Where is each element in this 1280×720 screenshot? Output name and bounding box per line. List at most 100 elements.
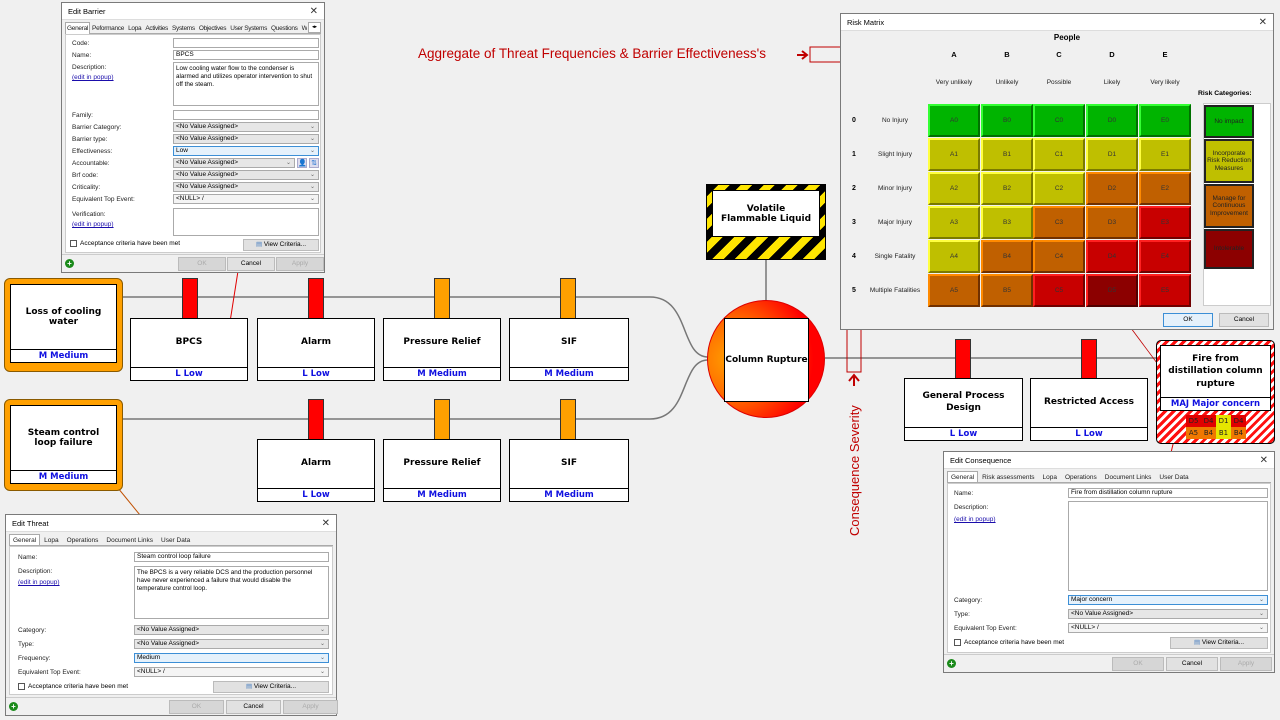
- risk-category[interactable]: Intolerable: [1204, 229, 1254, 269]
- cancel-button[interactable]: Cancel: [226, 700, 281, 714]
- equiv-top-event-select[interactable]: <NULL> /⌄: [1068, 623, 1268, 633]
- acceptance-checkbox[interactable]: Acceptance criteria have been met: [954, 639, 1064, 646]
- apply-button[interactable]: Apply: [283, 700, 338, 714]
- tab-user-systems[interactable]: User Systems: [230, 25, 268, 32]
- edit-in-popup-link[interactable]: (edit in popup): [954, 516, 996, 523]
- barrier-general-process-design[interactable]: General Process Design L Low: [904, 378, 1023, 441]
- view-criteria-button[interactable]: ▤ View Criteria...: [213, 681, 329, 693]
- close-icon[interactable]: ✕: [1258, 16, 1267, 28]
- threat-loss-of-cooling-water[interactable]: Loss of cooling water M Medium: [4, 278, 123, 372]
- sort-icon[interactable]: ⇅: [309, 158, 319, 168]
- accountable-select[interactable]: <No Value Assigned>⌄: [173, 158, 295, 168]
- verification-edit-link[interactable]: (edit in popup): [72, 221, 114, 228]
- tab-document-links[interactable]: Document Links: [106, 537, 153, 544]
- family-input[interactable]: [173, 110, 319, 120]
- barrier-bpcs[interactable]: BPCS L Low: [130, 318, 248, 381]
- close-icon[interactable]: ✕: [321, 517, 330, 529]
- barrier-alarm[interactable]: Alarm L Low: [257, 318, 375, 381]
- tab-lopa[interactable]: Lopa: [1042, 474, 1057, 481]
- risk-cell-a5[interactable]: A5: [928, 274, 980, 307]
- name-input[interactable]: Fire from distillation column rupture: [1068, 488, 1268, 498]
- barrier-alarm[interactable]: Alarm L Low: [257, 439, 375, 502]
- risk-cell-b5[interactable]: B5: [981, 274, 1033, 307]
- risk-cell-c4[interactable]: C4: [1033, 240, 1085, 273]
- risk-cell-d5[interactable]: D5: [1086, 274, 1138, 307]
- risk-cell-a4[interactable]: A4: [928, 240, 980, 273]
- tab-systems[interactable]: Systems: [172, 25, 195, 32]
- tab-questions[interactable]: Questions: [271, 25, 298, 32]
- barrier-restricted-access[interactable]: Restricted Access L Low: [1030, 378, 1148, 441]
- risk-cell-a0[interactable]: A0: [928, 104, 980, 137]
- barrier-type-select[interactable]: <No Value Assigned>⌄: [173, 134, 319, 144]
- tab-operations[interactable]: Operations: [66, 537, 99, 544]
- risk-cell-e4[interactable]: E4: [1139, 240, 1191, 273]
- frequency-select[interactable]: Medium⌄: [134, 653, 329, 663]
- description-textarea[interactable]: [1068, 501, 1268, 591]
- tab-risk-assessments[interactable]: Risk assessments: [982, 474, 1035, 481]
- risk-cell-c1[interactable]: C1: [1033, 138, 1085, 171]
- code-input[interactable]: [173, 38, 319, 48]
- name-input[interactable]: Steam control loop failure: [134, 552, 329, 562]
- risk-cell-d1[interactable]: D1: [1086, 138, 1138, 171]
- risk-cell-a1[interactable]: A1: [928, 138, 980, 171]
- name-input[interactable]: BPCS: [173, 50, 319, 60]
- equiv-top-event-select[interactable]: <NULL> /⌄: [134, 667, 329, 677]
- risk-cell-e0[interactable]: E0: [1139, 104, 1191, 137]
- tab-user-data[interactable]: User Data: [161, 537, 191, 544]
- risk-cell-e5[interactable]: E5: [1139, 274, 1191, 307]
- consequence-fire[interactable]: Fire from distillation column rupture MA…: [1156, 340, 1275, 444]
- tab-general[interactable]: General: [947, 471, 979, 482]
- risk-cell-b1[interactable]: B1: [981, 138, 1033, 171]
- tab-more[interactable]: W: [301, 25, 307, 32]
- verification-textarea[interactable]: [173, 208, 319, 236]
- view-criteria-button[interactable]: ▤ View Criteria...: [243, 239, 319, 251]
- category-select[interactable]: <No Value Assigned>⌄: [134, 625, 329, 635]
- ok-button[interactable]: OK: [169, 700, 224, 714]
- threat-steam-control-loop-failure[interactable]: Steam control loop failure M Medium: [4, 399, 123, 491]
- cancel-button[interactable]: Cancel: [1219, 313, 1269, 327]
- risk-cell-d2[interactable]: D2: [1086, 172, 1138, 205]
- equiv-top-event-select[interactable]: <NULL> /⌄: [173, 194, 319, 204]
- risk-cell-d4[interactable]: D4: [1086, 240, 1138, 273]
- risk-cell-c2[interactable]: C2: [1033, 172, 1085, 205]
- close-icon[interactable]: ✕: [1259, 454, 1268, 466]
- risk-cell-c5[interactable]: C5: [1033, 274, 1085, 307]
- risk-cell-e3[interactable]: E3: [1139, 206, 1191, 239]
- type-select[interactable]: <No Value Assigned>⌄: [1068, 609, 1268, 619]
- description-textarea[interactable]: The BPCS is a very reliable DCS and the …: [134, 566, 329, 619]
- risk-cell-c3[interactable]: C3: [1033, 206, 1085, 239]
- category-select[interactable]: Major concern⌄: [1068, 595, 1268, 605]
- effectiveness-select[interactable]: Low⌄: [173, 146, 319, 156]
- apply-button[interactable]: Apply: [276, 257, 324, 271]
- barrier-sif[interactable]: SIF M Medium: [509, 318, 629, 381]
- risk-cell-b0[interactable]: B0: [981, 104, 1033, 137]
- tab-objectives[interactable]: Objectives: [198, 25, 227, 32]
- add-icon[interactable]: +: [9, 702, 18, 711]
- risk-cell-b3[interactable]: B3: [981, 206, 1033, 239]
- edit-in-popup-link[interactable]: (edit in popup): [18, 579, 60, 586]
- tab-general[interactable]: General: [65, 22, 91, 34]
- tab-activities[interactable]: Activities: [145, 25, 168, 32]
- user-icon[interactable]: 👤: [297, 158, 307, 168]
- tab-operations[interactable]: Operations: [1064, 474, 1097, 481]
- risk-cell-b4[interactable]: B4: [981, 240, 1033, 273]
- tab-performance[interactable]: Peformance: [92, 25, 125, 32]
- add-icon[interactable]: +: [947, 659, 956, 668]
- barrier-sif[interactable]: SIF M Medium: [509, 439, 629, 502]
- barrier-category-select[interactable]: <No Value Assigned>⌄: [173, 122, 319, 132]
- risk-cell-c0[interactable]: C0: [1033, 104, 1085, 137]
- tab-lopa[interactable]: Lopa: [44, 537, 59, 544]
- type-select[interactable]: <No Value Assigned>⌄: [134, 639, 329, 649]
- risk-cell-d3[interactable]: D3: [1086, 206, 1138, 239]
- risk-cell-d0[interactable]: D0: [1086, 104, 1138, 137]
- risk-cell-e1[interactable]: E1: [1139, 138, 1191, 171]
- tab-document-links[interactable]: Document Links: [1104, 474, 1152, 481]
- close-icon[interactable]: ✕: [309, 5, 318, 17]
- barrier-pressure-relief[interactable]: Pressure Relief M Medium: [383, 318, 501, 381]
- risk-cell-b2[interactable]: B2: [981, 172, 1033, 205]
- tab-scroll-arrows[interactable]: ◂▸: [308, 22, 321, 33]
- risk-cell-e2[interactable]: E2: [1139, 172, 1191, 205]
- barrier-pressure-relief[interactable]: Pressure Relief M Medium: [383, 439, 501, 502]
- ok-button[interactable]: OK: [178, 257, 226, 271]
- cancel-button[interactable]: Cancel: [227, 257, 275, 271]
